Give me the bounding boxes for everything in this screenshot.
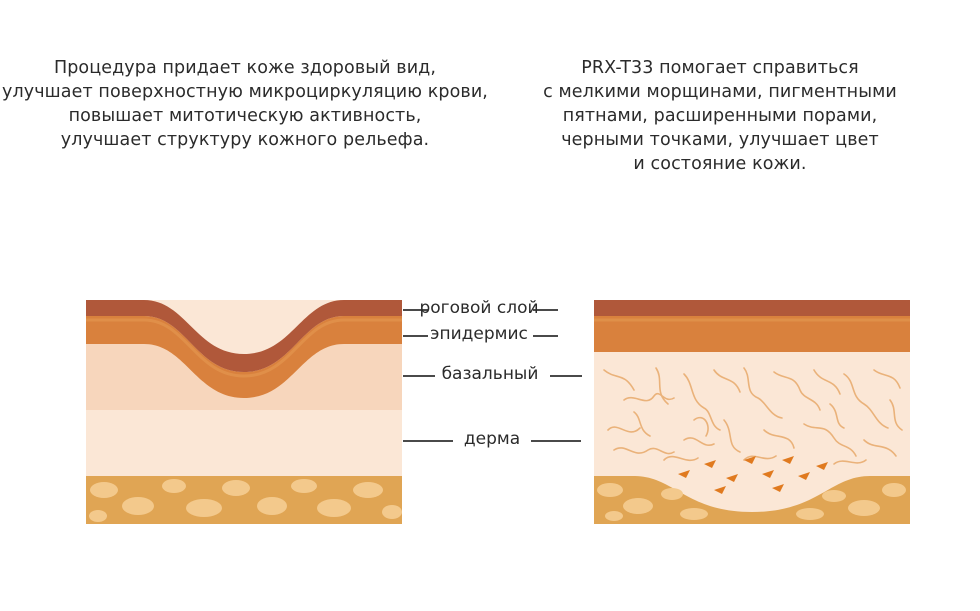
caption-left: Процедура придает коже здоровый вид, улу… bbox=[0, 56, 490, 152]
hypodermis-layer bbox=[594, 476, 910, 524]
caption-left-line: улучшает структуру кожного рельефа. bbox=[60, 130, 430, 150]
caption-left-line: улучшает поверхностную микроциркуляцию к… bbox=[2, 82, 488, 102]
epidermis-layer bbox=[86, 316, 402, 398]
label-epidermis: эпидермис bbox=[430, 324, 528, 344]
skin-section-after-illustration bbox=[594, 300, 910, 524]
caption-right-line: черными точками, улучшает цвет bbox=[561, 130, 879, 150]
leader-line bbox=[403, 309, 428, 311]
stratum-corneum-layer bbox=[594, 300, 910, 316]
caption-right-line: и состояние кожи. bbox=[633, 154, 807, 174]
skin-diagram-after bbox=[594, 300, 910, 524]
cell-renewal-arrows bbox=[678, 456, 828, 494]
stratum-corneum-layer bbox=[86, 300, 402, 372]
caption-left-line: повышает митотическую активность, bbox=[68, 106, 422, 126]
basal-layer bbox=[86, 344, 402, 410]
leader-line bbox=[533, 335, 558, 337]
fat-cells bbox=[597, 483, 906, 521]
epidermis-layer bbox=[594, 316, 910, 352]
caption-right-line: пятнами, расширенными порами, bbox=[562, 106, 878, 126]
leader-line bbox=[550, 375, 582, 377]
fat-cells bbox=[89, 479, 402, 522]
leader-line bbox=[531, 440, 581, 442]
collagen-fibers bbox=[603, 367, 903, 465]
leader-line bbox=[403, 440, 453, 442]
caption-right-line: PRX-T33 помогает справиться bbox=[581, 58, 859, 78]
leader-line bbox=[533, 309, 558, 311]
skin-section-before-illustration bbox=[86, 300, 402, 524]
caption-left-line: Процедура придает коже здоровый вид, bbox=[53, 58, 437, 78]
leader-line bbox=[403, 335, 428, 337]
caption-right-line: с мелкими морщинами, пигментными bbox=[543, 82, 897, 102]
skin-diagram-before bbox=[86, 300, 402, 524]
caption-right: PRX-T33 помогает справиться с мелкими мо… bbox=[470, 56, 970, 176]
label-dermis: дерма bbox=[463, 429, 521, 449]
leader-line bbox=[403, 375, 435, 377]
label-basal: базальный bbox=[441, 364, 539, 384]
label-stratum-corneum: роговой слой bbox=[419, 298, 539, 318]
